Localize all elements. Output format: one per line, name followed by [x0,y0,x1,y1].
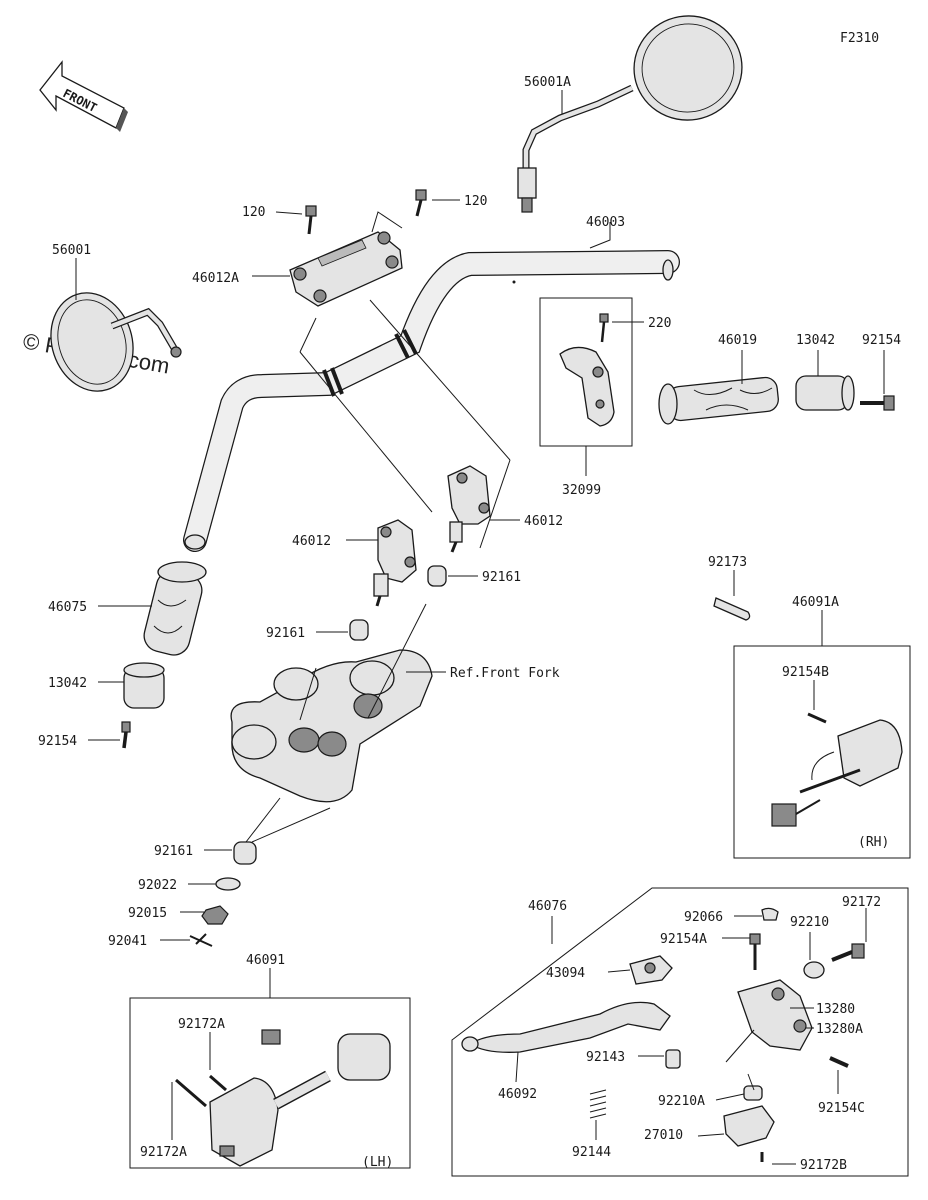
damper-middle [349,619,369,641]
clutch-lever-box [451,887,909,1177]
lever-holder [737,979,813,1051]
label-46092: 46092 [498,1087,537,1102]
label-13042-left: 13042 [48,676,87,691]
switch-left [175,1029,391,1167]
label-92154C: 92154C [818,1101,865,1116]
label-13280A: 13280A [816,1022,863,1037]
label-92161-upper: 92161 [482,570,521,585]
damper-lower [233,841,257,865]
label-46012-right: 46012 [524,514,563,529]
washer-92022 [215,877,241,891]
label-120-right: 120 [464,194,487,209]
label-46019: 46019 [718,333,757,348]
label-27010: 27010 [644,1128,683,1143]
damper-upper [427,565,447,587]
triple-clamp [230,649,433,803]
label-92161-middle: 92161 [266,626,305,641]
label-92172: 92172 [842,895,881,910]
label-ref-front-fork: Ref.Front Fork [450,666,560,681]
label-92144: 92144 [572,1145,611,1160]
bolt-92154-right [860,395,895,411]
label-lh: (LH) [362,1155,393,1170]
clutch-lever [461,1001,671,1053]
label-46012-left: 46012 [292,534,331,549]
label-92066: 92066 [684,910,723,925]
spring-92144 [589,1089,607,1119]
label-rh: (RH) [858,835,889,850]
label-56001A: 56001A [524,75,571,90]
label-92172A-upper: 92172A [178,1017,225,1032]
label-46012A: 46012A [192,271,239,286]
label-32099: 32099 [562,483,601,498]
nut-92015 [201,905,229,925]
upper-clamp [289,189,427,307]
label-92041: 92041 [108,934,147,949]
switch-right [771,712,903,827]
label-43094: 43094 [546,966,585,981]
bolt-92154C [829,1056,849,1068]
label-46091A: 46091A [792,595,839,610]
collar-92143 [665,1049,681,1069]
clamp-92173 [713,597,751,621]
throttle-housing [559,313,615,427]
label-92022: 92022 [138,878,177,893]
mirror-left [50,292,182,392]
label-92210A: 92210A [658,1094,705,1109]
adjuster-43094 [629,955,673,985]
label-46003: 46003 [586,215,625,230]
label-92172B: 92172B [800,1158,847,1173]
label-13280: 13280 [816,1002,855,1017]
label-120-left: 120 [242,205,265,220]
mirror-right [517,15,743,213]
label-92154B: 92154B [782,665,829,680]
bolt-92154A [749,933,761,970]
grip-left [143,561,207,656]
diagram-id: F2310 [840,31,879,46]
label-92154A: 92154A [660,932,707,947]
bar-end-right [795,375,855,411]
holder-left [373,519,417,607]
label-92210: 92210 [790,915,829,930]
front-arrow-icon: FRONT [39,60,128,132]
label-92143: 92143 [586,1050,625,1065]
bolt-92154-left [121,721,131,749]
cap-92066 [761,907,779,921]
label-46075: 46075 [48,600,87,615]
label-92173: 92173 [708,555,747,570]
label-56001: 56001 [52,243,91,258]
label-46091: 46091 [246,953,285,968]
label-92154-left: 92154 [38,734,77,749]
cotter-pin-92041 [189,933,213,947]
label-92154-right: 92154 [862,333,901,348]
label-92172A-lower: 92172A [140,1145,187,1160]
switch-27010 [723,1105,775,1147]
holder-right [447,465,491,553]
label-92161-lower: 92161 [154,844,193,859]
label-46076: 46076 [528,899,567,914]
leader-lines [75,90,885,1165]
label-13042-right: 13042 [796,333,835,348]
label-220: 220 [648,316,671,331]
grip-right [658,376,779,425]
label-92015: 92015 [128,906,167,921]
handlebar [183,250,680,552]
washer-92210 [803,961,825,979]
bolt-92172 [831,943,865,962]
bar-end-left [123,662,165,709]
